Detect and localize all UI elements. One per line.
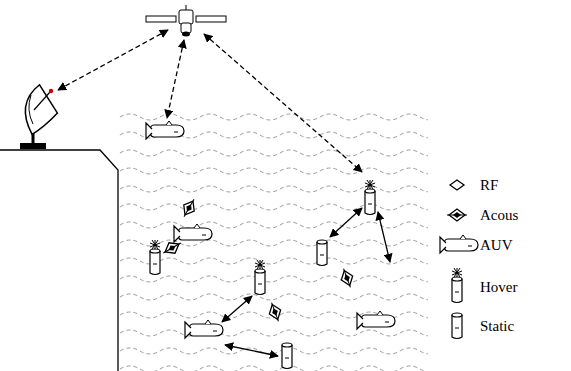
legend-label: AUV	[480, 236, 513, 254]
underwater-devices	[146, 121, 395, 369]
legend-label: Hover	[480, 278, 518, 296]
link-arrows	[222, 208, 390, 356]
acoustic-links	[160, 196, 356, 323]
satellite-links	[58, 30, 362, 172]
legend-label: Acous	[480, 206, 518, 224]
legend-symbols	[440, 180, 478, 339]
sea-waves	[118, 112, 428, 371]
shore-cliff	[0, 150, 118, 371]
legend-label: RF	[480, 176, 498, 194]
ground-dish	[18, 82, 61, 149]
legend-label: Static	[480, 317, 514, 335]
satellite	[146, 5, 226, 37]
